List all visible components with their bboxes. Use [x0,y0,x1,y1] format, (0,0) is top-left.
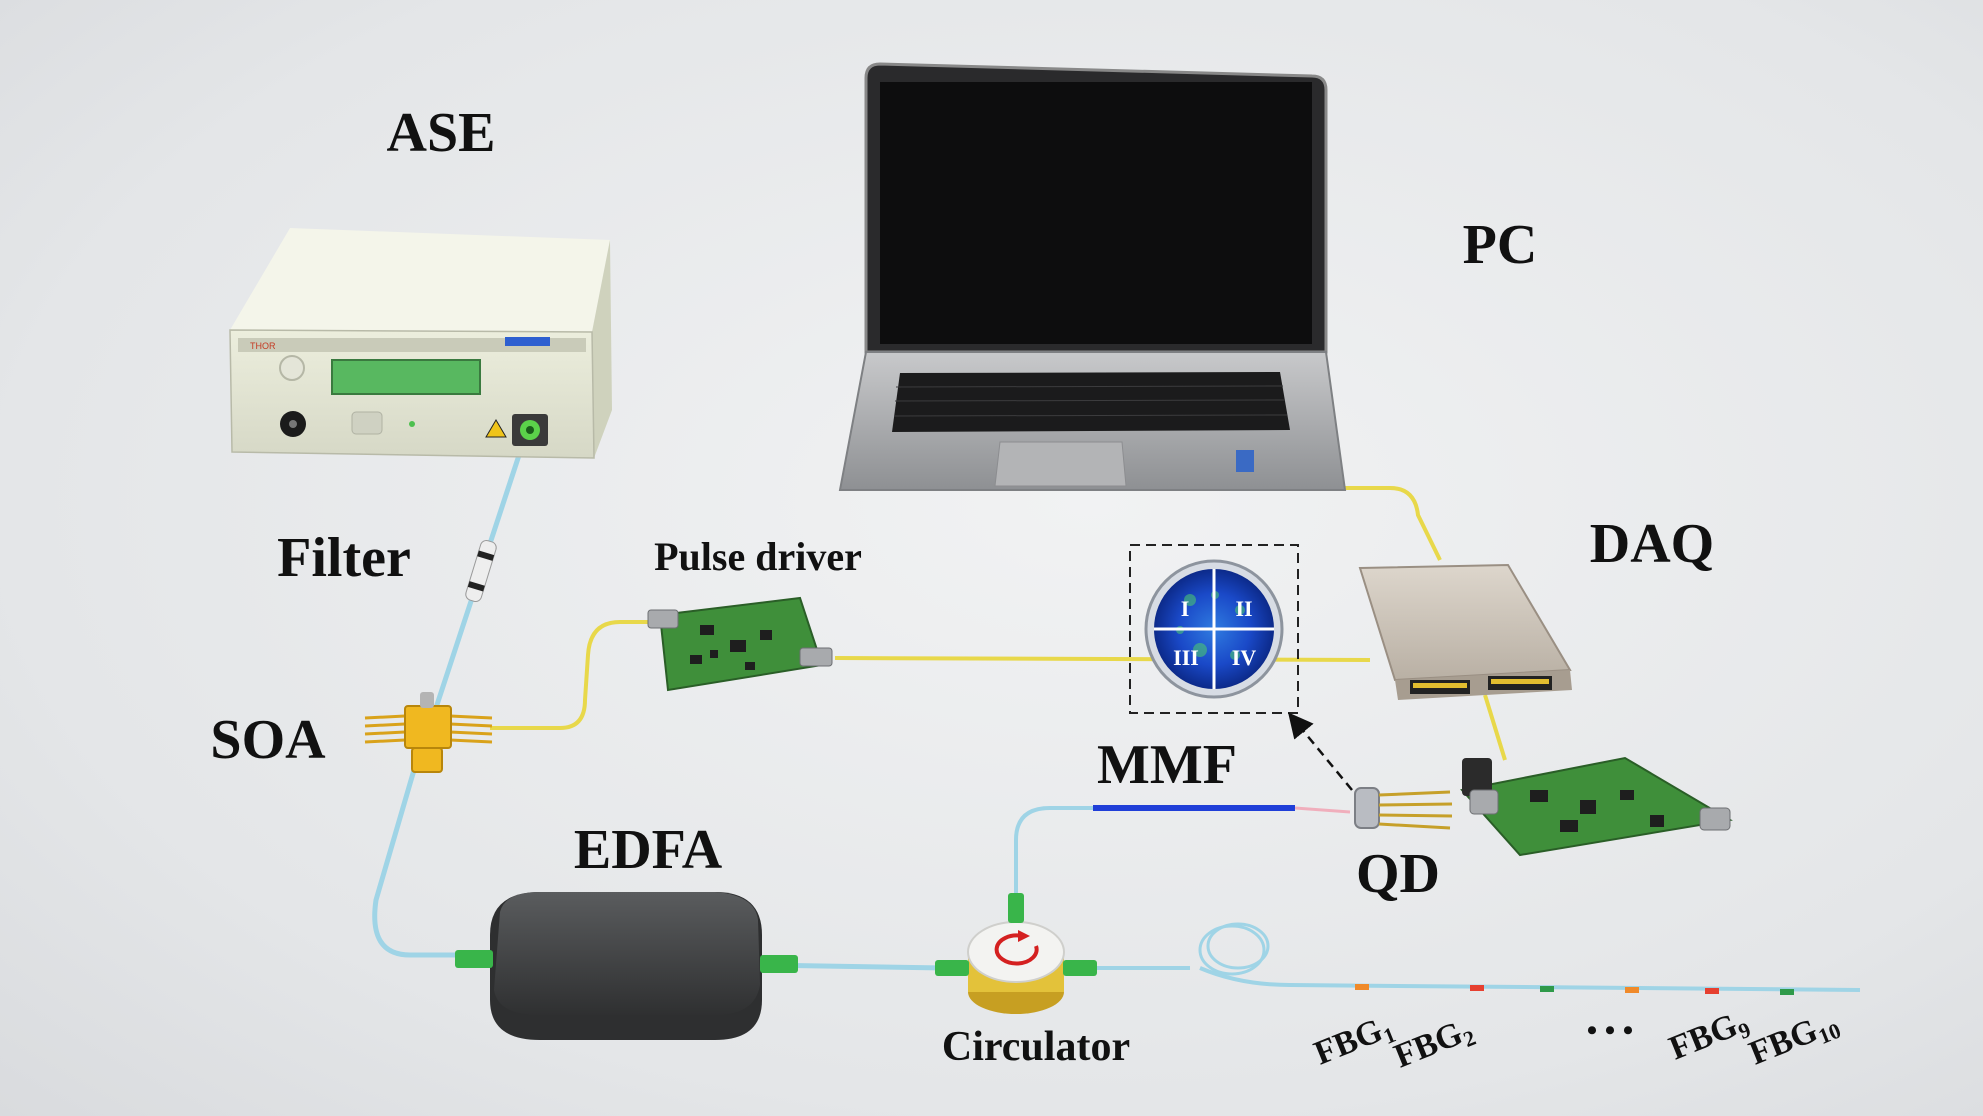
laptop-icon [838,62,1347,491]
fbg2-label: FBG2 [1389,1011,1479,1078]
circulator-label: Circulator [942,1024,1130,1070]
speckle-pattern-panel: I II III IV [1129,544,1299,714]
daq-icon [1358,563,1572,700]
mmf-label: MMF [1097,734,1237,796]
qd-icon [1354,787,1453,830]
ase-label: ASE [387,102,496,164]
svg-text:THOR: THOR [250,341,276,351]
mmf-light-beam [1294,806,1351,814]
daq-label: DAQ [1590,513,1714,575]
filter-label: Filter [277,527,411,589]
edfa-icon [455,892,798,1040]
quadrant-iii-label: III [1173,645,1199,670]
qd-pcb-icon [1460,756,1733,857]
dashed-arrow-icon [1288,712,1353,791]
fbg1-label: FBG1 [1309,1008,1399,1075]
soa-label: SOA [210,709,326,771]
edfa-label: EDFA [574,819,723,881]
pc-label: PC [1463,214,1538,276]
quadrant-i-label: I [1181,596,1190,621]
ellipsis-label: • • • [1587,1014,1634,1047]
pulse-driver-label: Pulse driver [654,534,862,579]
pulse-driver-pcb-icon [647,596,833,692]
fbg10-label: FBG10 [1744,1004,1844,1076]
electrical-cables [490,486,1507,761]
ase-source-icon: THOR [229,228,612,459]
qd-label: QD [1356,843,1440,905]
fbg9-label: FBG9 [1664,1003,1754,1070]
quadrant-ii-label: II [1235,596,1252,621]
circulator-icon [935,893,1097,1014]
soa-chip-icon [364,692,493,773]
filter-icon [465,540,497,602]
fbg-markers [1355,984,1794,995]
quadrant-iv-label: IV [1232,645,1257,670]
